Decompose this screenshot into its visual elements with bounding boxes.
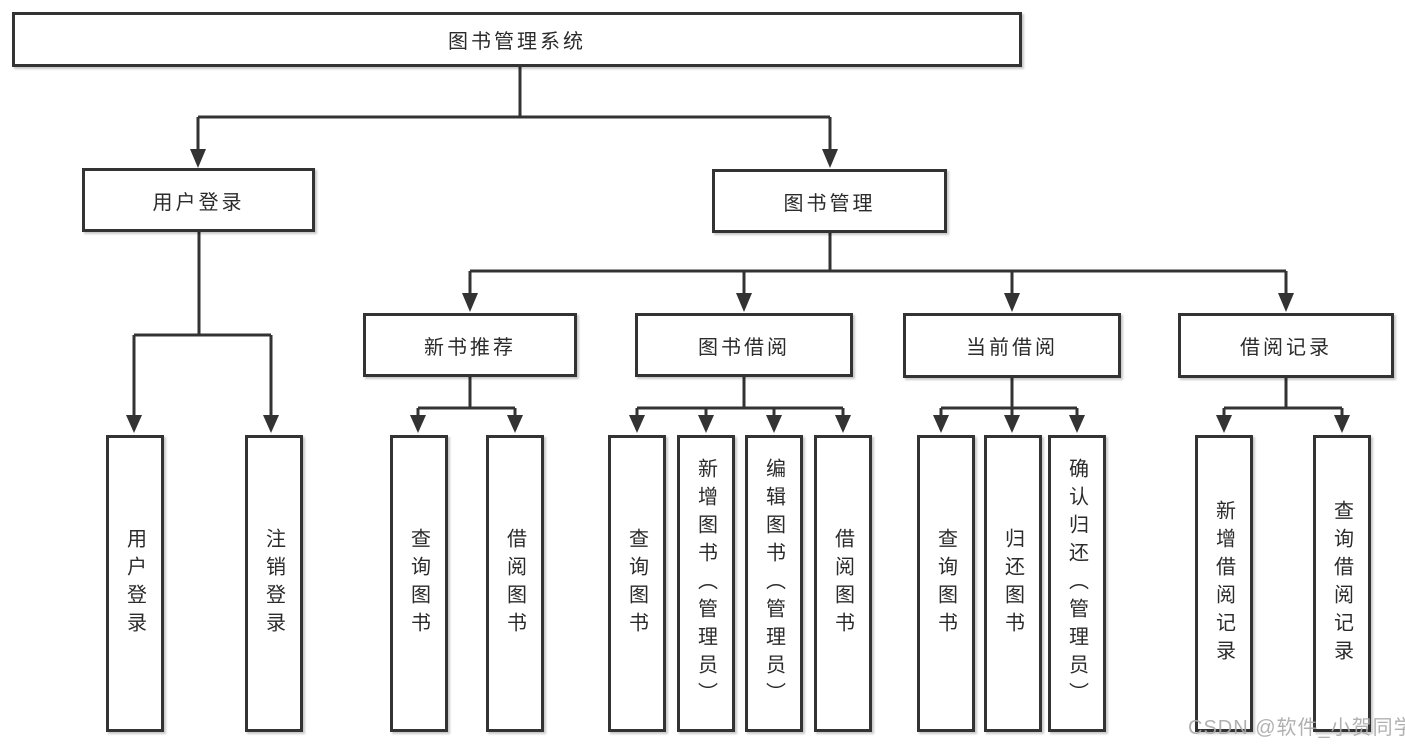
leaf-edit-books-admin: 编辑图书（管理员） [745,435,803,732]
node-borrow-records: 借阅记录 [1178,313,1394,378]
edge-user-login-to-leaves [132,232,273,417]
leaf-query-books-current: 查询图书 [917,435,975,732]
watermark: CSDN @软件_小贺同学 [1188,717,1405,739]
node-library-system: 图书管理系统 [12,12,1022,67]
edge-records-to-leaves [1222,377,1344,417]
leaf-query-books-recommend: 查询图书 [390,435,448,732]
leaf-logout: 注销登录 [245,435,303,732]
leaf-confirm-return-admin: 确认归还（管理员） [1048,435,1106,732]
node-book-management: 图书管理 [712,169,947,233]
edge-root-to-level2 [196,67,832,151]
leaf-return-books: 归还图书 [984,435,1042,732]
leaf-query-books-borrow: 查询图书 [608,435,666,732]
edge-borrow-to-leaves [635,377,845,417]
leaf-borrow-books-recommend: 借阅图书 [486,435,544,732]
edge-book-mgmt-to-level3 [468,233,1288,295]
leaf-add-books-admin: 新增图书（管理员） [677,435,735,732]
edge-current-to-leaves [939,377,1079,417]
leaf-query-borrow-record: 查询借阅记录 [1313,435,1371,732]
node-current-borrow: 当前借阅 [903,313,1121,378]
edge-newbook-to-leaves [416,377,517,417]
node-user-login: 用户登录 [82,168,315,232]
node-new-book-recommend: 新书推荐 [363,313,577,377]
leaf-add-borrow-record: 新增借阅记录 [1195,435,1253,732]
node-book-borrow: 图书借阅 [635,313,853,377]
leaf-borrow-books: 借阅图书 [814,435,872,732]
leaf-user-login: 用户登录 [106,435,164,732]
